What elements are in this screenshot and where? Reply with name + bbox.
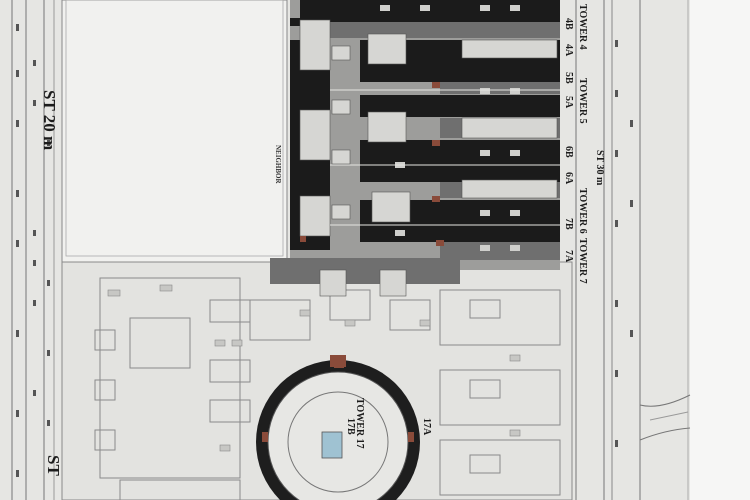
tower-7-name: TOWER 7 — [577, 238, 588, 284]
tower-4-unit-b: 4B — [563, 18, 574, 30]
tower-labels: 4B 5B 5A 6B 6A 7B 7A 4A TOWER 4 TOWER 5 … — [563, 4, 588, 284]
west-road-label: ST 20 m — [40, 90, 59, 150]
east-road-label: ST 30 m — [594, 150, 605, 186]
tower-17-core — [321, 431, 343, 459]
tower-17-unit-b: 17B — [345, 418, 356, 435]
tower-5-name: TOWER 5 — [577, 78, 588, 124]
tower-7-unit-b: 7B — [563, 218, 574, 230]
west-road-label-bottom: ST — [44, 455, 63, 476]
paper-margin — [690, 0, 750, 500]
tower-6-name: TOWER 6 — [577, 188, 588, 234]
tower-4-unit-a-label: 4A — [563, 44, 574, 57]
tower-6-unit-a: 6A — [563, 172, 574, 185]
podium-fixtures — [107, 284, 521, 452]
tower-6-unit-b: 6B — [563, 146, 574, 158]
tower-17-unit-a: 17A — [421, 418, 432, 436]
tower-blocks — [270, 0, 560, 297]
tower-5-unit-b: 5B — [563, 72, 574, 84]
tower-17: 17B TOWER 17 17A — [256, 360, 432, 500]
neighbor-label: NEIGHBOR — [274, 145, 282, 184]
west-road: ST 20 m ST — [11, 0, 63, 500]
tower-4-name: TOWER 4 — [577, 4, 588, 50]
tower-7-unit-a: 7A — [563, 250, 574, 263]
east-road: ST 30 m — [575, 0, 691, 500]
tower-17-name: TOWER 17 — [354, 398, 365, 449]
neighbor-plot: NEIGHBOR — [61, 0, 288, 263]
tower-5-unit-a: 5A — [563, 96, 574, 109]
